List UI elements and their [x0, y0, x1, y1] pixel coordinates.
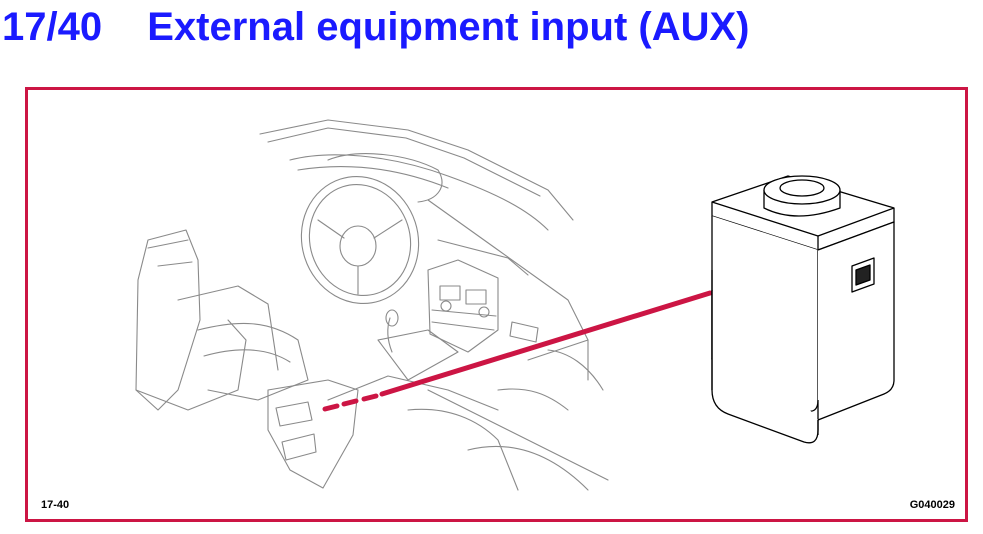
aux-unit-drawing — [711, 175, 895, 444]
figure-label-left: 17-40 — [41, 499, 70, 511]
section-title: External equipment input (AUX) — [147, 5, 750, 49]
figure-illustration — [135, 119, 895, 491]
aux-pointer-line — [322, 290, 713, 412]
page-title: 17/40 External equipment input (AUX) — [2, 4, 749, 50]
figure-code: G040029 — [909, 499, 955, 511]
section-number: 17/40 — [2, 5, 103, 49]
figure-frame: 17-40 G040029 — [25, 87, 968, 522]
car-interior-drawing — [135, 119, 609, 491]
